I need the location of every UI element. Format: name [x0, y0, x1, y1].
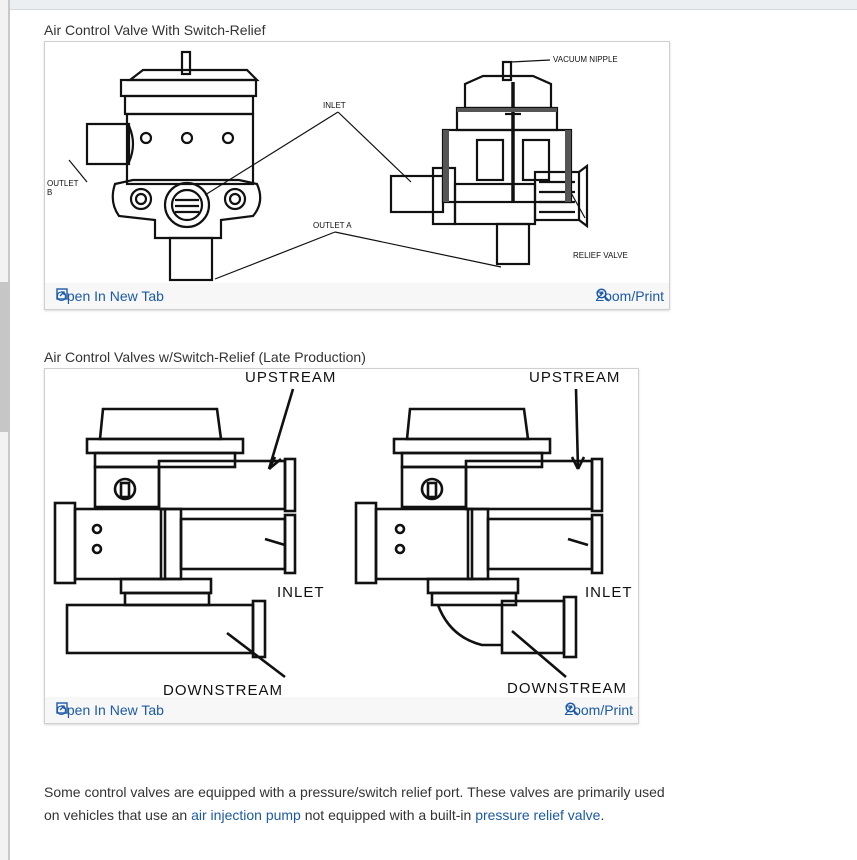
- label-downstream-right: DOWNSTREAM: [507, 680, 627, 697]
- label-relief-valve: RELIEF VALVE: [573, 251, 628, 260]
- label-inlet-right: INLET: [585, 584, 633, 601]
- valve-right: [354, 388, 604, 678]
- figure-1-zoom-label: Zoom/Print: [595, 288, 664, 304]
- label-vacuum-nipple: VACUUM NIPPLE: [553, 55, 618, 64]
- description-paragraph: Some control valves are equipped with a …: [44, 781, 684, 827]
- figure-2-zoom-label: Zoom/Print: [564, 702, 633, 718]
- top-bar: [0, 0, 857, 10]
- paragraph-text-3: .: [600, 807, 605, 823]
- figure-2-zoom-print[interactable]: Zoom/Print: [565, 702, 633, 718]
- figure-2: UPSTREAM UPSTREAM INLET INLET DOWNSTREAM…: [44, 368, 639, 724]
- figure-2-open-label: Open In New Tab: [56, 702, 164, 718]
- figure-2-caption: Air Control Valves w/Switch-Relief (Late…: [44, 349, 366, 365]
- zoom-icon: [564, 702, 579, 716]
- figure-1-toolbar: Open In New Tab Zoom/Print: [45, 283, 669, 309]
- label-outlet-b-line1: OUTLET: [47, 179, 79, 188]
- label-inlet: INLET: [323, 101, 346, 110]
- figure-1-diagram: VACUUM NIPPLE INLET OUTLET B OUTLET A RE…: [47, 50, 628, 282]
- label-upstream-right: UPSTREAM: [529, 369, 620, 386]
- figure-1: VACUUM NIPPLE INLET OUTLET B OUTLET A RE…: [44, 41, 670, 310]
- zoom-icon: [595, 288, 610, 302]
- left-scrollbar-thumb[interactable]: [0, 282, 10, 432]
- figure-1-caption: Air Control Valve With Switch-Relief: [44, 22, 266, 38]
- valve-left: [53, 388, 297, 679]
- label-downstream-left: DOWNSTREAM: [163, 682, 283, 697]
- link-air-injection-pump[interactable]: air injection pump: [191, 807, 301, 823]
- open-in-new-tab-icon: [56, 702, 68, 714]
- figure-2-toolbar: Open In New Tab Zoom/Print: [45, 697, 638, 723]
- figure-1-zoom-print[interactable]: Zoom/Print: [596, 288, 664, 304]
- figure-2-diagram: UPSTREAM UPSTREAM INLET INLET DOWNSTREAM…: [53, 369, 633, 697]
- figure-1-open-in-new-tab[interactable]: Open In New Tab: [56, 288, 164, 304]
- label-upstream-left: UPSTREAM: [245, 369, 336, 386]
- link-pressure-relief-valve[interactable]: pressure relief valve: [475, 807, 601, 823]
- paragraph-text-2: not equipped with a built-in: [300, 807, 476, 823]
- label-inlet-left: INLET: [277, 584, 325, 601]
- open-in-new-tab-icon: [56, 288, 68, 300]
- label-outlet-a: OUTLET A: [313, 221, 352, 230]
- label-outlet-b-line2: B: [47, 188, 52, 197]
- figure-1-open-label: Open In New Tab: [56, 288, 164, 304]
- paragraph-text-1: Some control valves are equipped with a …: [44, 784, 665, 823]
- figure-2-open-in-new-tab[interactable]: Open In New Tab: [56, 702, 164, 718]
